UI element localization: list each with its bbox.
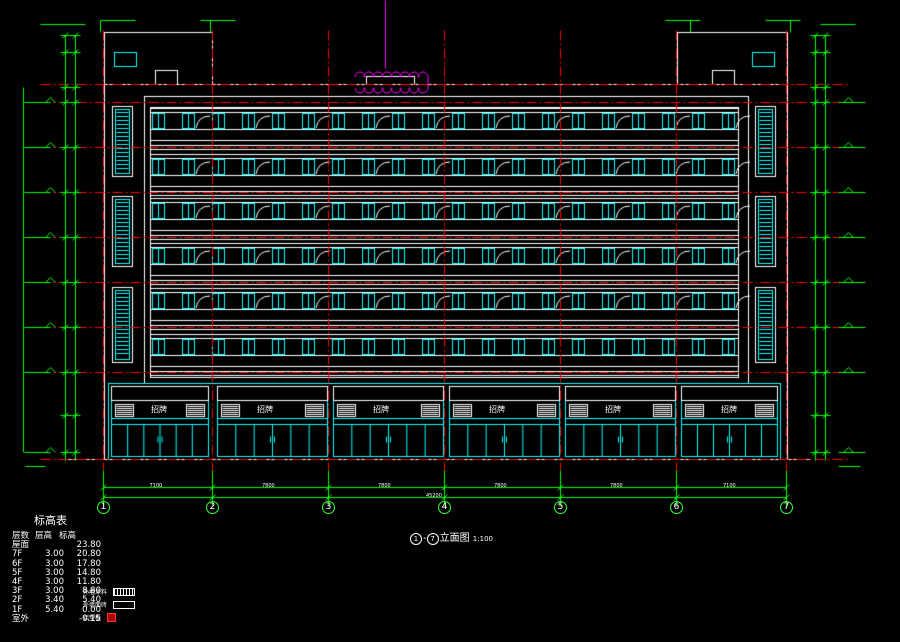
level-table-row: 6F 3.00 17.80 [12,558,108,569]
level-floor: 屋面 [12,540,30,551]
level-height: 3.00 [45,567,64,578]
level-elevation: 5.40 [82,595,101,606]
level-floor: 2F [12,595,23,606]
level-height [40,615,71,624]
legend-swatch-icon [113,600,136,609]
shop-sign-label: 招牌 [721,405,737,414]
level-table-row: 1F 5.40 0.00 [12,604,108,615]
bay-dimension: 7800 [494,483,507,489]
grid-axis-3: 3 [322,501,335,514]
shop-sign-label: 招牌 [373,405,389,414]
level-elevation: 23.80 [76,540,101,551]
grid-axis-6: 6 [670,501,683,514]
legend-item: 外墙涂料 [83,585,136,598]
grid-axis-7: 7 [780,501,793,514]
shop-sign-label: 招牌 [257,405,273,414]
level-height: 3.00 [45,577,64,588]
total-dimension: 45200 [426,493,442,499]
level-table-header-row: 层数 层高 标高 [12,531,83,541]
level-height: 3.40 [45,595,64,606]
title-axis-start: 1 [410,533,422,545]
legend-swatch-icon [113,587,136,596]
level-table-row: 屋面 23.80 [12,540,108,551]
level-elevation: -0.15 [79,613,101,624]
level-table-row: 3F 3.00 8.80 [12,587,108,596]
level-elevation: 11.80 [76,577,101,588]
shop-sign-label: 招牌 [605,405,621,414]
legend-label: 铝塑板 [83,615,102,622]
bay-dimension: 7800 [378,483,391,489]
legend-swatch-icon [107,613,117,622]
level-table-row: 4F 3.00 11.80 [12,577,108,588]
level-floor: 4F [12,577,23,588]
legend-label: 外墙面砖 [83,602,108,609]
level-height: 3.00 [45,558,64,569]
level-floor: 5F [12,567,23,578]
bay-dimension: 7100 [723,483,736,489]
level-table-row: 室外 -0.15 [12,613,108,624]
level-table-row: 7F 3.00 20.80 [12,550,108,559]
level-elevation: 14.80 [76,567,101,578]
level-floor: 室外 [12,613,30,624]
material-legend: 外墙涂料外墙面砖铝塑板 [83,585,136,624]
level-height: 3.00 [45,549,64,560]
grid-axis-1: 1 [97,501,110,514]
level-height: 3.00 [45,586,64,597]
grid-axis-2: 2 [206,501,219,514]
shop-sign-label: 招牌 [489,405,505,414]
level-table-row: 2F 3.40 5.40 [12,596,108,605]
level-height: 5.40 [45,604,64,615]
level-table-col-floor: 层数 [12,531,30,541]
grid-axis-5: 5 [554,501,567,514]
legend-label: 外墙涂料 [83,589,108,596]
bay-dimension: 7800 [262,483,275,489]
level-elevation: 17.80 [76,558,101,569]
level-floor: 1F [12,604,23,615]
level-table-row: 5F 3.00 14.80 [12,567,108,578]
level-floor: 3F [12,586,23,597]
legend-item: 铝塑板 [83,611,135,624]
grid-axis-4: 4 [438,501,451,514]
level-table: 标高表 层数 层高 标高 屋面 23.80 7F 3.00 20.80 6F 3.00 17.… [12,512,108,624]
level-elevation: 20.80 [76,549,101,560]
level-table-heading: 标高表 [34,514,67,527]
level-table-col-height: 层高 [35,531,53,541]
shop-sign-label: 招牌 [151,405,167,414]
bay-dimension: 7100 [149,483,163,489]
bay-dimension: 7800 [610,483,623,489]
level-table-col-elevation: 标高 [59,531,77,541]
title-axis-end: 7 [426,533,439,545]
legend-item: 外墙面砖 [83,598,136,611]
level-elevation: 0.00 [82,604,101,615]
level-floor: 6F [12,558,23,569]
level-elevation: 8.80 [82,586,101,597]
drawing-scale: 1:100 [472,535,493,543]
level-floor: 7F [12,549,23,560]
title-text: 立面图 [439,533,470,544]
